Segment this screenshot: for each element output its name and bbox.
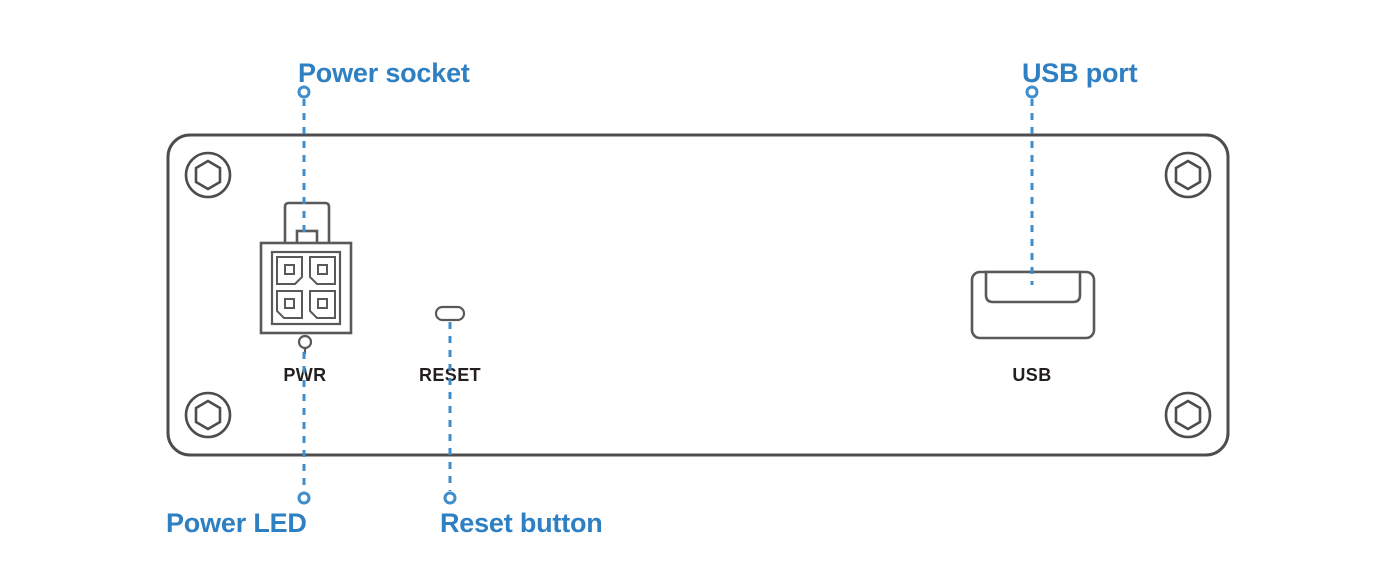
silk-label-pwr: PWR [283, 365, 326, 385]
screw-bottom-left [184, 391, 232, 439]
panel-outline [166, 133, 1230, 457]
callout-anchor-dot [297, 85, 311, 99]
callout-anchor-dot [297, 491, 311, 505]
screw-hex-socket [194, 159, 222, 191]
screw-top-left [184, 151, 232, 199]
panel-group [166, 133, 1230, 457]
screw-bottom-right [1164, 391, 1212, 439]
screw-hex-socket [1174, 159, 1202, 191]
silk-label-usb: USB [1012, 365, 1051, 385]
power-pin-contact-1 [284, 264, 295, 275]
silk-label-reset: RESET [419, 365, 481, 385]
screw-hex-socket [194, 399, 222, 431]
callout-label-reset-button: Reset button [440, 508, 603, 538]
power-led-circle [297, 334, 313, 350]
callout-power-led: Power LED [166, 352, 311, 538]
callout-label-power-socket: Power socket [298, 58, 470, 88]
power-pin-contact-3 [284, 298, 295, 309]
callout-label-usb-port: USB port [1022, 58, 1138, 88]
callout-power-socket: Power socket [297, 58, 470, 232]
screw-hex-socket [1174, 399, 1202, 431]
power-socket-connector[interactable] [259, 201, 353, 335]
callout-usb-port: USB port [1022, 58, 1138, 285]
callout-label-power-led: Power LED [166, 508, 307, 538]
callout-anchor-dot [443, 491, 457, 505]
reset-button-body [434, 305, 466, 322]
usb-port-connector[interactable] [970, 270, 1096, 340]
power-pin-contact-4 [317, 298, 328, 309]
reset-button-pinhole[interactable] [434, 305, 466, 322]
callout-reset-button: Reset button [440, 322, 603, 538]
callout-anchor-dot [1025, 85, 1039, 99]
power-pin-contact-2 [317, 264, 328, 275]
screw-top-right [1164, 151, 1212, 199]
usb-port-inner-tongue [984, 270, 1082, 304]
power-led-indicator [297, 334, 313, 354]
